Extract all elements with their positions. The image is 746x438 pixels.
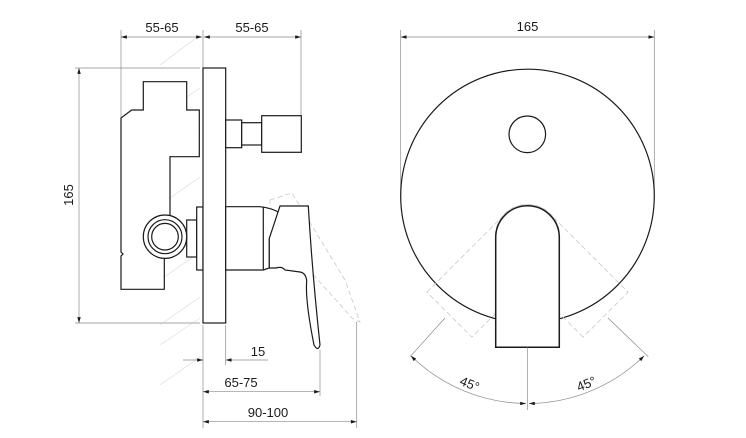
angle-label-left: 45° [458,373,482,394]
front-view: 165 45° 45° [400,19,655,410]
dim-label-lever-max: 90-100 [248,405,288,420]
diverter-stem [225,119,243,149]
mixer-body [225,206,281,271]
dim-label-rear-depth: 55-65 [145,20,178,35]
angle-arc-left [410,355,527,406]
outlet-connector [186,219,198,258]
valve-body [120,81,200,290]
angle-arc-right [528,355,645,406]
lever-handle [268,205,321,350]
side-view: 55-65 55-65 165 15 65-75 90-100 [61,20,361,428]
inlet-port [142,214,188,260]
diverter-knob-front [508,115,547,154]
angle-label-right: 45° [574,373,598,394]
dim-label-diameter: 165 [517,19,539,34]
flange [196,206,204,271]
dim-label-lever-min: 65-75 [224,375,257,390]
dim-label-height: 165 [61,184,76,206]
cover-plate [202,67,227,324]
dim-label-plate: 15 [251,344,265,359]
diverter-knob [261,115,302,153]
lever-front [494,204,561,349]
dim-label-front-depth: 55-65 [235,20,268,35]
